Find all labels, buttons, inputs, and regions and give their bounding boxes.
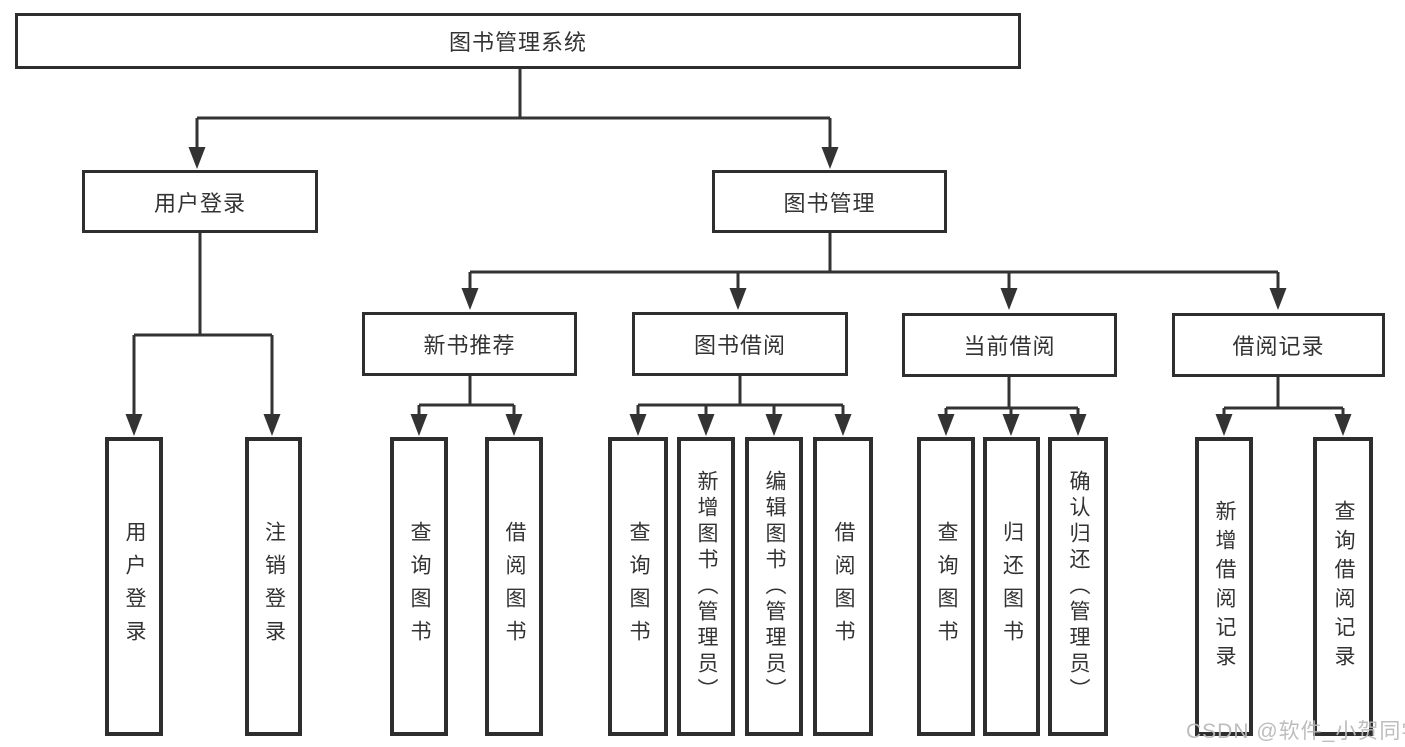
connector-newbook-to-leaves [417, 376, 516, 418]
leaf-query-borrow-record-label: 查询借阅记录 [1332, 499, 1355, 674]
node-current-borrow: 当前借阅 [902, 313, 1117, 377]
csdn-watermark: CSDN @软件_小贺同学 [1186, 720, 1405, 743]
leaf-logout-label: 注销登录 [262, 520, 286, 653]
connector-userlogin-to-leaves [132, 233, 274, 418]
leaf-newbook-query-books: 查询图书 [390, 437, 448, 736]
leaf-borrow-query-books: 查询图书 [608, 437, 668, 736]
node-borrow-records: 借阅记录 [1172, 313, 1385, 377]
leaf-newbook-borrow-books-label: 借阅图书 [503, 520, 526, 653]
leaf-user-login-label: 用户登录 [123, 520, 146, 653]
leaf-query-borrow-record: 查询借阅记录 [1313, 437, 1373, 736]
leaf-borrow-books-label: 借阅图书 [832, 520, 855, 653]
node-user-login-label: 用户登录 [153, 190, 246, 216]
leaf-return-books-label: 归还图书 [1000, 520, 1024, 653]
leaf-borrow-query-books-label: 查询图书 [627, 520, 650, 653]
node-root-label: 图书管理系统 [448, 30, 587, 55]
node-new-book-recommend-label: 新书推荐 [423, 333, 516, 358]
leaf-borrow-books: 借阅图书 [813, 437, 873, 736]
leaf-confirm-return-admin-label: 确认归还（管理员） [1067, 469, 1090, 704]
arrowheads [125, 147, 1352, 436]
leaf-return-books: 归还图书 [983, 437, 1040, 736]
connector-currentborrow-to-leaves [944, 377, 1080, 418]
connector-root-to-level2 [195, 69, 832, 150]
leaf-logout: 注销登录 [245, 437, 302, 736]
leaf-newbook-query-books-label: 查询图书 [408, 520, 431, 653]
connector-bookborrow-to-leaves [636, 376, 845, 418]
leaf-newbook-borrow-books: 借阅图书 [485, 437, 543, 736]
node-new-book-recommend: 新书推荐 [362, 312, 577, 376]
leaf-add-books-admin-label: 新增图书（管理员） [695, 469, 718, 704]
node-book-borrow-label: 图书借阅 [693, 333, 786, 358]
leaf-edit-books-admin: 编辑图书（管理员） [745, 437, 803, 736]
node-current-borrow-label: 当前借阅 [963, 334, 1056, 359]
node-book-borrow: 图书借阅 [632, 312, 848, 376]
leaf-confirm-return-admin: 确认归还（管理员） [1048, 437, 1108, 736]
leaf-user-login: 用户登录 [105, 437, 163, 736]
node-book-management-label: 图书管理 [783, 190, 876, 216]
leaf-current-query-books-label: 查询图书 [935, 520, 958, 653]
connector-bookmgmt-to-level3 [468, 233, 1280, 292]
node-user-login: 用户登录 [82, 170, 318, 233]
leaf-add-books-admin: 新增图书（管理员） [677, 437, 735, 736]
node-book-management: 图书管理 [712, 170, 947, 233]
connector-borrowrecords-to-leaves [1222, 377, 1345, 418]
leaf-add-borrow-record-label: 新增借阅记录 [1213, 499, 1236, 674]
leaf-add-borrow-record: 新增借阅记录 [1195, 437, 1253, 736]
leaf-current-query-books: 查询图书 [917, 437, 975, 736]
node-borrow-records-label: 借阅记录 [1232, 334, 1325, 359]
leaf-edit-books-admin-label: 编辑图书（管理员） [763, 469, 786, 704]
node-root: 图书管理系统 [15, 13, 1021, 69]
